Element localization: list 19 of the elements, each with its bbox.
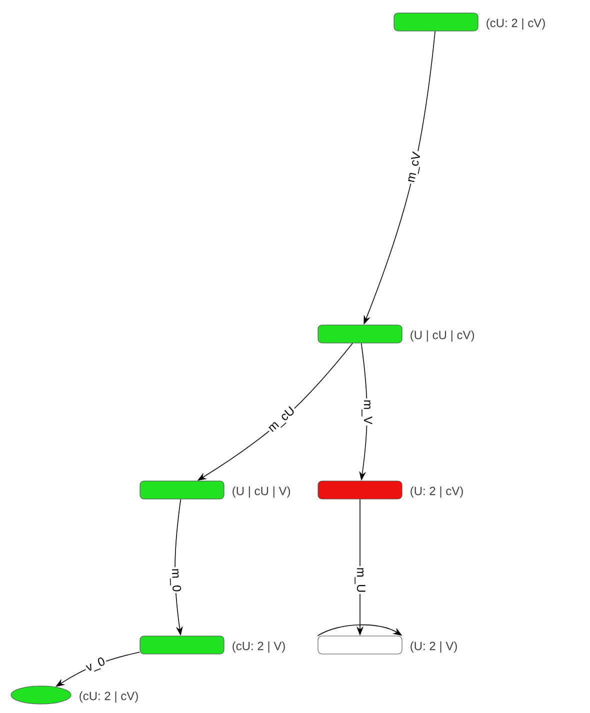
state-label: (cU: 2 | cV) — [486, 18, 545, 30]
state-box — [318, 324, 402, 344]
edge-label: v_0 — [83, 654, 109, 676]
edge-label: m_0 — [168, 566, 183, 594]
state-box — [318, 480, 402, 500]
state-label: (U | cU | V) — [232, 486, 290, 498]
state-box — [394, 12, 478, 32]
state-label: (U | cU | cV) — [410, 330, 474, 342]
ellipse-node — [10, 686, 72, 704]
state-label: (U: 2 | cV) — [410, 486, 463, 498]
state-label: (U: 2 | V) — [410, 641, 457, 653]
state-box — [318, 636, 402, 654]
state-box — [140, 480, 224, 500]
edge-label: m_cV — [404, 150, 425, 186]
state-label: (cU: 2 | cV) — [80, 691, 138, 703]
edge-label: m_U — [353, 566, 367, 594]
state-box — [140, 636, 224, 654]
state-label: (cU: 2 | V) — [232, 641, 285, 653]
edge-label: m_V — [360, 398, 374, 426]
